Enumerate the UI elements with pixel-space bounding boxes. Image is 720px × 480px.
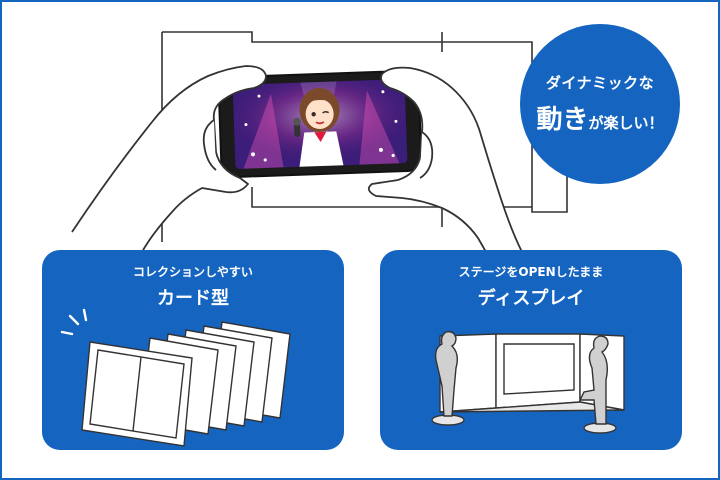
phone-ar-illustration — [71, 31, 568, 252]
panel-subtitle: コレクションしやすい — [133, 265, 253, 279]
sparkle-lines — [60, 308, 88, 336]
stage-display-illustration — [431, 330, 625, 434]
panel-title: ディスプレイ — [477, 288, 585, 309]
feature-bubble: ダイナミックな 動きが楽しい！ — [520, 24, 680, 184]
right-hand — [367, 66, 523, 252]
bubble-line-1: ダイナミックな — [545, 74, 655, 92]
smartphone — [217, 70, 423, 178]
card-front — [81, 341, 193, 447]
bubble-highlight: 動き — [536, 105, 589, 135]
card-stack-illustration — [60, 308, 291, 447]
figure-stand-right — [578, 335, 617, 434]
bubble-tail-text: が楽しい！ — [588, 114, 664, 132]
panel-subtitle: ステージをOPENしたまま — [458, 265, 604, 279]
bubble-line-2: 動きが楽しい！ — [536, 99, 663, 136]
figure-stand-left — [431, 330, 465, 426]
panel-stage-display: ステージをOPENしたまま ディスプレイ — [380, 250, 682, 450]
phone-screen-stage — [232, 79, 408, 169]
stage-sparkles — [244, 90, 398, 162]
panel-card-collection: コレクションしやすい カード型 — [42, 250, 344, 450]
panel-title: カード型 — [157, 288, 229, 309]
idol-character — [292, 88, 344, 167]
left-hand — [71, 65, 267, 252]
